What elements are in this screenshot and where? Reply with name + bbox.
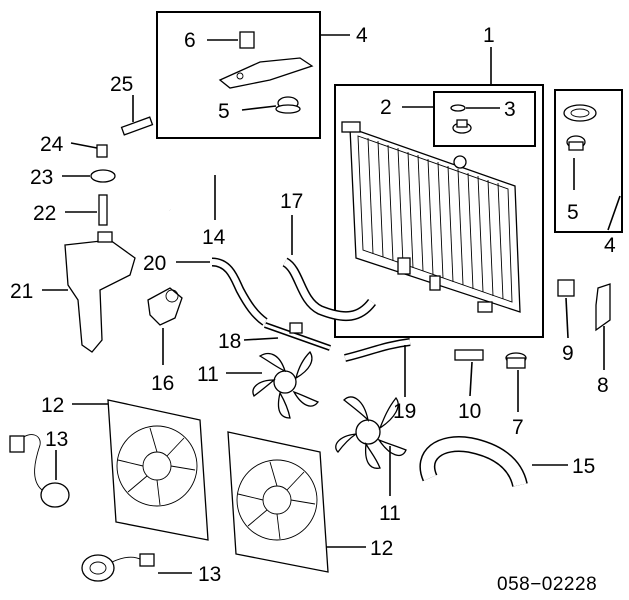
callout-16: 16 (151, 372, 174, 395)
radiator-cap (450, 104, 472, 134)
callout-6: 6 (184, 29, 196, 52)
sensor-10 (454, 349, 484, 361)
callout-4-right: 4 (604, 234, 616, 257)
callout-18: 18 (218, 330, 241, 353)
clamp-18 (289, 322, 303, 334)
callout-25: 25 (110, 73, 133, 96)
lower-hose-17 (282, 257, 376, 322)
leader-lines (42, 34, 621, 574)
reservoir-tank (64, 231, 136, 353)
callout-5-top: 5 (218, 100, 230, 123)
cap-23 (90, 169, 116, 183)
clip-24 (96, 144, 108, 158)
callout-17: 17 (280, 190, 303, 213)
fan-motor-upper (9, 434, 70, 508)
callout-23: 23 (30, 166, 53, 189)
callout-3: 3 (504, 98, 516, 121)
hose-25 (120, 116, 154, 136)
radiator-group-box (334, 84, 544, 338)
clip-9 (557, 279, 575, 297)
fan-shroud-left (107, 399, 209, 541)
callout-4-top: 4 (356, 24, 368, 47)
callouts: 1 2 3 4 4 5 5 6 7 8 9 10 11 11 12 12 13 … (10, 24, 616, 586)
radiator-cap-box (433, 91, 536, 147)
callout-21: 21 (10, 280, 33, 303)
callout-8: 8 (597, 374, 609, 397)
fan-lower (335, 396, 407, 469)
callout-19: 19 (393, 400, 416, 423)
callout-14: 14 (202, 226, 226, 249)
callout-5-right: 5 (567, 201, 579, 224)
fan-upper (252, 350, 320, 419)
diagram-code: 058−02228 (497, 574, 597, 595)
bracket-8 (595, 283, 611, 332)
bracket-assembly (218, 31, 314, 114)
callout-15: 15 (572, 455, 595, 478)
callout-2: 2 (380, 96, 392, 119)
callout-13-bottom: 13 (198, 563, 221, 586)
thermostat-housing (147, 287, 183, 326)
callout-12-left: 12 (41, 394, 64, 417)
upper-mount (563, 104, 597, 151)
bracket-group-box (156, 11, 321, 139)
callout-11-bottom: 11 (379, 502, 401, 525)
callout-20: 20 (143, 252, 166, 275)
callout-7: 7 (512, 416, 524, 439)
callout-13-top: 13 (45, 428, 68, 451)
pipe-22 (98, 194, 108, 226)
callout-10: 10 (458, 400, 481, 423)
callout-1: 1 (483, 24, 495, 47)
mount-group-box (554, 89, 623, 233)
radiator (341, 121, 521, 313)
callout-24: 24 (40, 133, 64, 156)
callout-9: 9 (562, 342, 574, 365)
fan-shroud-right (227, 431, 329, 573)
callout-11-top: 11 (197, 363, 219, 386)
callout-22: 22 (33, 202, 56, 225)
fan-motor-lower (81, 553, 155, 582)
callout-12-right: 12 (370, 537, 393, 560)
